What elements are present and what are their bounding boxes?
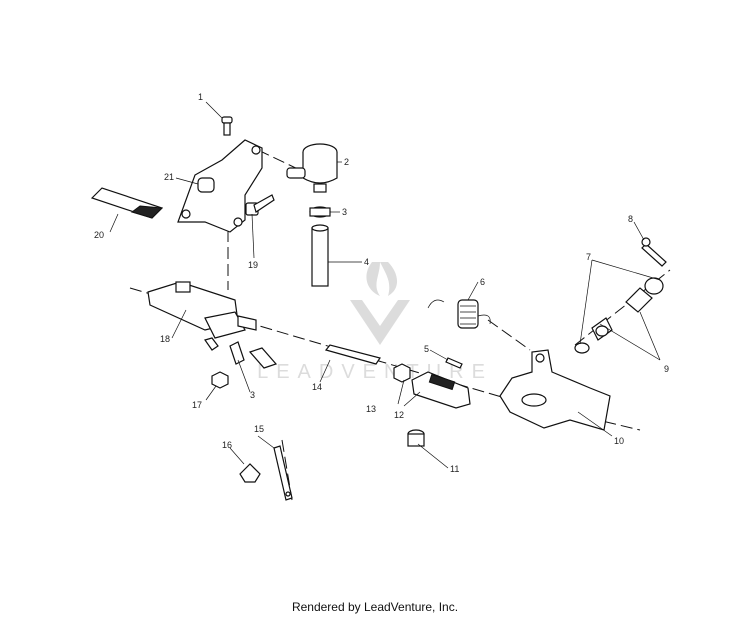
callout-21: 21 <box>164 172 174 182</box>
part-1-screw <box>221 116 233 136</box>
callout-2: 2 <box>344 157 349 167</box>
callout-7: 7 <box>586 252 591 262</box>
callout-10: 10 <box>614 436 624 446</box>
callout-19: 19 <box>248 260 258 270</box>
callout-16: 16 <box>222 440 232 450</box>
callout-14: 14 <box>312 382 322 392</box>
part-8-pin <box>641 237 667 267</box>
part-3-clamp-lower <box>229 341 245 365</box>
part-9-bushing <box>591 317 613 341</box>
part-7-bushing <box>574 277 664 354</box>
part-15-strap <box>273 445 293 501</box>
part-19-bolt <box>245 194 275 216</box>
part-6-spring <box>427 299 491 329</box>
callout-12: 12 <box>394 410 404 420</box>
part-16-grommet <box>239 463 261 483</box>
part-11-clevis-pin <box>407 429 425 447</box>
callout-15: 15 <box>254 424 264 434</box>
callout-1: 1 <box>198 92 203 102</box>
callout-8: 8 <box>628 214 633 224</box>
part-4-hose <box>311 224 329 287</box>
part-2-reservoir <box>286 143 338 193</box>
part-17-nut <box>211 371 229 389</box>
callout-18: 18 <box>160 334 170 344</box>
part-18-master-cylinder <box>147 281 257 351</box>
part-21-bracket <box>177 139 263 233</box>
parts-diagram: LEADVENTURE <box>90 92 671 501</box>
part-20-sleeve <box>90 187 164 219</box>
callout-3-lower: 3 <box>250 390 255 400</box>
callout-17: 17 <box>192 400 202 410</box>
part-14-rod <box>248 344 381 369</box>
callouts: 1 2 3 4 5 6 7 8 9 10 11 12 13 14 15 16 1… <box>94 92 669 474</box>
callout-20: 20 <box>94 230 104 240</box>
render-credit: Rendered by LeadVenture, Inc. <box>291 600 459 614</box>
callout-5: 5 <box>424 344 429 354</box>
part-10-lever <box>499 349 611 431</box>
part-3-clamp-upper <box>309 206 331 218</box>
part-12-clevis <box>411 371 471 409</box>
part-13-jam-nut <box>393 363 411 383</box>
callout-4: 4 <box>364 257 369 267</box>
part-5-cotter-pin <box>445 357 463 369</box>
callout-9: 9 <box>664 364 669 374</box>
callout-leaders <box>109 101 661 469</box>
callout-11: 11 <box>450 464 459 474</box>
callout-13: 13 <box>366 404 376 414</box>
callout-6: 6 <box>480 277 485 287</box>
callout-3: 3 <box>342 207 347 217</box>
